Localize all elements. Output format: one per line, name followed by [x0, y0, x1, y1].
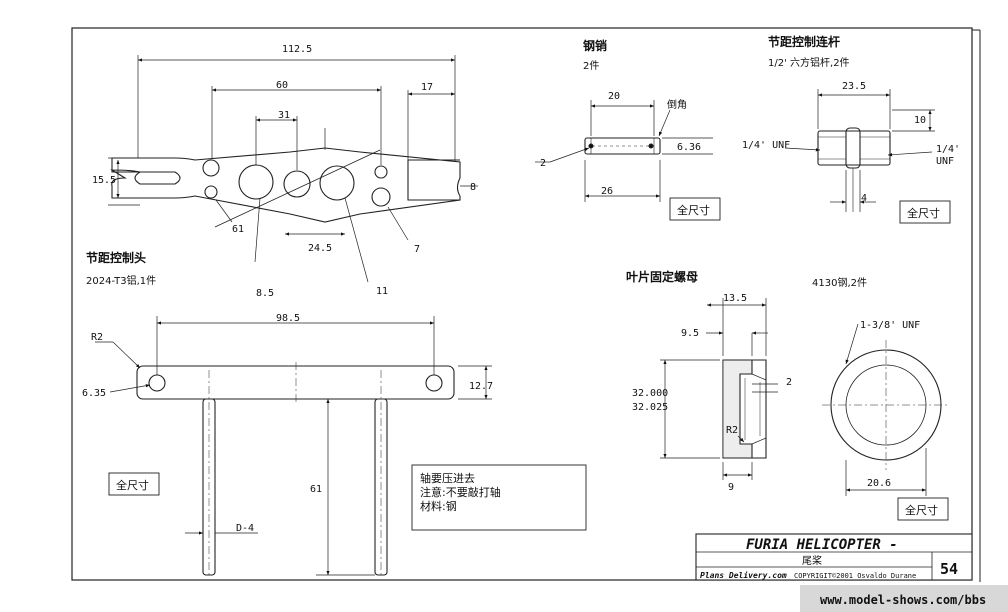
dim-8-5: 8.5 — [256, 288, 274, 299]
steel-pin-dimensions — [535, 100, 713, 202]
dim-61-shaft: 61 — [310, 484, 322, 495]
pitch-link-spec: 1/2' 六方铝杆,2件 — [768, 56, 850, 69]
blade-nut-dimensions — [660, 298, 778, 480]
full-size-label: 全尺寸 — [907, 206, 940, 220]
steel-pin-labels: 钢销 2件 20 倒角 2 6.36 26 — [540, 38, 701, 197]
drawing-subtitle: 尾桨 — [802, 554, 822, 567]
full-size-label: 全尺寸 — [677, 203, 710, 217]
pitch-head-spec: 2024-T3铝,1件 — [86, 275, 156, 287]
pitch-head-side-dimensions — [95, 316, 492, 576]
dim-11: 11 — [376, 286, 388, 297]
dim-2-nut: 2 — [786, 377, 792, 388]
pitch-head-side-view — [136, 362, 455, 576]
dim-6-36: 6.36 — [677, 142, 701, 153]
page-number: 54 — [940, 560, 958, 578]
watermark-text: www.model-shows.com/bbs — [820, 593, 986, 607]
pitch-head-top-dimensions — [108, 55, 478, 236]
dim-98-5: 98.5 — [276, 313, 300, 324]
blade-nut-labels: 叶片固定螺母 4130钢,2件 13.5 9.5 2 32.000 32.025… — [626, 269, 920, 493]
dim-6-35: 6.35 — [82, 388, 106, 399]
pitch-head-full-size-box: 全尺寸 — [108, 472, 160, 496]
pitch-link-dimensions — [784, 89, 935, 212]
pitch-head-top-labels: 112.5 60 31 17 15.5 8 61 24.5 7 8.5 11 节… — [86, 44, 476, 299]
dim-2-pin: 2 — [540, 158, 546, 169]
blade-nut-front-view — [822, 323, 950, 496]
dim-23-5: 23.5 — [842, 81, 866, 92]
dim-13-5: 13.5 — [723, 293, 747, 304]
assembly-note: 轴要压进去 注意:不要敲打轴 材料:钢 — [411, 464, 587, 531]
pitch-link-labels: 节距控制连杆 1/2' 六方铝杆,2件 23.5 10 1/4' UNF 1/4… — [742, 34, 960, 204]
dim-12-7: 12.7 — [469, 381, 493, 392]
pitch-link-view — [817, 127, 891, 212]
dim-32-000: 32.000 — [632, 388, 668, 399]
thread-nut-label: 1-3/8' UNF — [860, 320, 920, 331]
dim-4: 4 — [861, 193, 867, 204]
dim-10: 10 — [914, 115, 926, 126]
dim-9: 9 — [728, 482, 734, 493]
thread-right-type: UNF — [936, 156, 954, 167]
title-block: FURIA HELICOPTER - 尾桨 Plans Delivery.com… — [695, 533, 973, 581]
thread-right-size: 1/4' — [936, 144, 960, 155]
sheet-border — [71, 27, 981, 582]
dim-24-5: 24.5 — [308, 243, 332, 254]
dim-r2: R2 — [91, 332, 103, 343]
watermark: www.model-shows.com/bbs — [800, 585, 1008, 612]
dim-112-5: 112.5 — [282, 44, 312, 55]
chamfer-label: 倒角 — [667, 99, 687, 111]
steel-pin-qty: 2件 — [583, 60, 599, 72]
dim-8: 8 — [470, 182, 476, 193]
dim-60: 60 — [276, 80, 288, 91]
full-size-label: 全尺寸 — [905, 503, 938, 517]
blade-nut-title: 叶片固定螺母 — [626, 269, 698, 284]
pitch-head-title: 节距控制头 — [86, 250, 146, 265]
steel-pin-view — [584, 137, 661, 155]
steel-pin-full-size-box: 全尺寸 — [669, 197, 721, 221]
dim-17: 17 — [421, 82, 433, 93]
blade-nut-section — [722, 359, 767, 459]
dim-15-5: 15.5 — [92, 175, 116, 186]
dim-32-025: 32.025 — [632, 402, 668, 413]
pitch-link-full-size-box: 全尺寸 — [899, 200, 951, 224]
dim-20-6: 20.6 — [867, 478, 891, 489]
note-line-2: 注意:不要敲打轴 — [420, 485, 501, 499]
blade-nut-full-size-box: 全尺寸 — [897, 497, 949, 521]
blade-nut-spec: 4130钢,2件 — [812, 276, 867, 289]
dim-31: 31 — [278, 110, 290, 121]
drawing-title: FURIA HELICOPTER - — [746, 537, 898, 553]
note-line-3: 材料:钢 — [420, 499, 457, 513]
pitch-head-side-labels: 98.5 R2 6.35 12.7 61 D-4 — [82, 313, 493, 534]
steel-pin-title: 钢销 — [583, 38, 607, 53]
company-name: Plans Delivery.com — [700, 570, 787, 580]
dim-9-5: 9.5 — [681, 328, 699, 339]
dim-20: 20 — [608, 91, 620, 102]
copyright-text: COPYRIGIT©2001 Osvaldo Durane — [794, 572, 916, 580]
dim-d-4: D-4 — [236, 523, 254, 534]
dim-26: 26 — [601, 186, 613, 197]
full-size-label: 全尺寸 — [116, 478, 149, 492]
dim-r2-nut: R2 — [726, 425, 738, 436]
pitch-head-top-view — [110, 147, 461, 283]
note-line-1: 轴要压进去 — [420, 471, 475, 485]
pitch-link-title: 节距控制连杆 — [768, 34, 840, 49]
dim-61-hole: 61 — [232, 224, 244, 235]
dim-7: 7 — [414, 244, 420, 255]
thread-left-label: 1/4' UNF — [742, 140, 790, 151]
